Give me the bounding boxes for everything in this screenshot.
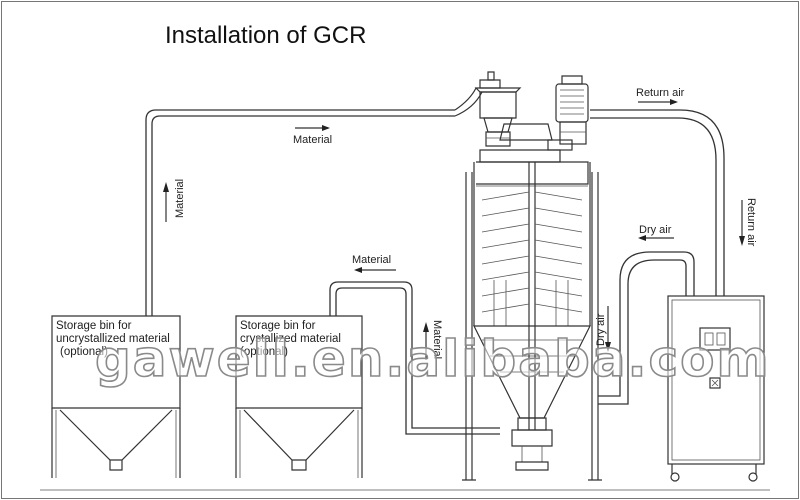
storage-bin-uncrystallized — [51, 315, 181, 478]
label-return-air-side: Return air — [745, 198, 757, 247]
bin-label-line: crystallized material — [240, 333, 341, 345]
bin-label-line: Storage bin for — [56, 320, 132, 332]
label-material-left: Material — [174, 179, 186, 218]
hopper-loader — [454, 71, 522, 147]
dehumidifier-unit — [667, 295, 765, 482]
label-material-middle: Material — [352, 254, 391, 266]
bin-label-line: uncrystallized material — [56, 333, 170, 345]
bin-label-uncrystallized: Storage bin for uncrystallized material … — [56, 320, 170, 359]
page-title: Installation of GCR — [165, 22, 367, 49]
label-dry-air-side: Dry air — [595, 313, 607, 346]
flow-arrows — [163, 99, 745, 360]
bin-label-line: Storage bin for — [240, 320, 316, 332]
return-air-duct — [590, 109, 725, 296]
bin-label-crystallized: Storage bin for crystallized material (o… — [240, 320, 341, 359]
label-material-center: Material — [431, 320, 443, 359]
label-material-top: Material — [293, 134, 332, 146]
bin-label-line: (optional) — [240, 346, 288, 358]
dry-air-duct — [598, 251, 695, 405]
motor-gearbox — [547, 75, 589, 151]
bin-label-line: (optional) — [60, 346, 108, 358]
material-feed-pipe — [145, 109, 455, 316]
watermark: gawell.en.alibaba.com — [94, 329, 771, 389]
label-dry-air-top: Dry air — [639, 224, 672, 236]
gcr-vessel — [462, 123, 602, 481]
label-return-air-top: Return air — [636, 87, 685, 99]
storage-bin-crystallized — [235, 315, 363, 478]
material-discharge-pipe — [329, 281, 500, 435]
